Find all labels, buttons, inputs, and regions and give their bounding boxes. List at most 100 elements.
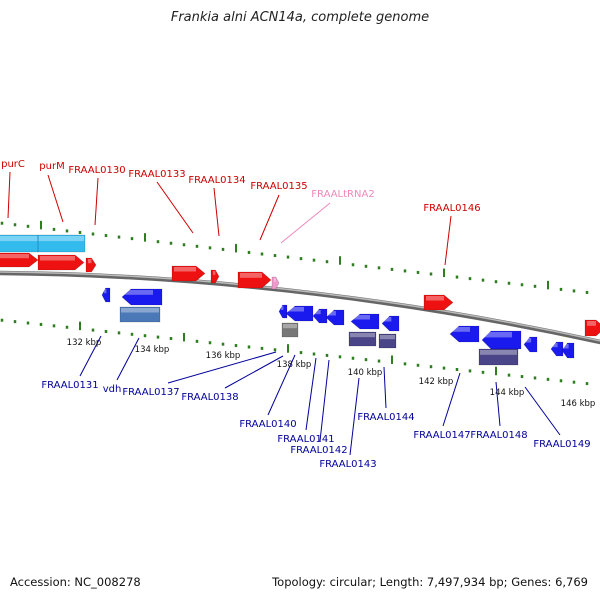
reverse-gene-label: FRAAL0148 xyxy=(470,430,527,441)
forward-gene-label: purC xyxy=(1,159,25,170)
forward-gene-label: FRAAL0130 xyxy=(68,165,125,176)
reverse-gene-label: FRAAL0141 xyxy=(277,434,334,445)
reverse-gene-highlight xyxy=(350,333,375,338)
reverse-gene-highlight xyxy=(526,338,532,343)
reverse-gene xyxy=(285,305,314,322)
reverse-gene-label: FRAAL0137 xyxy=(122,387,179,398)
reverse-gene xyxy=(523,336,538,353)
reverse-label-leader xyxy=(319,359,330,442)
gray-gene xyxy=(281,322,299,338)
trna-gene-highlight xyxy=(274,278,276,282)
forward-gene xyxy=(237,271,272,289)
forward-gene xyxy=(85,257,97,273)
genome-backbone-highlight xyxy=(0,271,600,342)
reverse-gene-label: vdh xyxy=(103,384,122,395)
trna-gene xyxy=(271,276,280,290)
reverse-gene xyxy=(325,309,345,326)
forward-gene-highlight xyxy=(174,267,196,272)
forward-label-leader xyxy=(213,187,220,237)
reverse-gene xyxy=(378,333,397,349)
reverse-gene xyxy=(119,306,161,323)
rrna-gene-highlight xyxy=(0,236,84,242)
rrna-gene xyxy=(0,234,86,253)
forward-gene-highlight xyxy=(587,321,596,326)
reverse-gene-highlight xyxy=(484,332,512,338)
reverse-gene xyxy=(278,304,288,319)
reverse-gene xyxy=(561,342,575,359)
reverse-gene-highlight xyxy=(452,327,470,332)
reverse-gene-label: FRAAL0142 xyxy=(290,445,347,456)
forward-gene xyxy=(423,294,454,311)
reverse-gene-highlight xyxy=(315,310,321,315)
reverse-gene-highlight xyxy=(288,307,304,312)
trna-label-leader xyxy=(280,202,331,244)
reverse-gene-highlight xyxy=(480,350,517,355)
gene-features xyxy=(0,234,600,366)
reverse-gene xyxy=(481,330,522,350)
forward-label-leader xyxy=(444,215,452,266)
reverse-gene xyxy=(121,288,163,306)
gray-gene-highlight xyxy=(283,324,297,329)
outer-tick-track xyxy=(0,220,589,294)
forward-gene xyxy=(0,252,39,268)
accession-text: Accession: NC_008278 xyxy=(10,575,141,589)
forward-gene-label: FRAAL0135 xyxy=(250,181,307,192)
reverse-label-leader xyxy=(267,354,296,416)
label-leader-lines xyxy=(7,171,561,456)
forward-gene-highlight xyxy=(0,254,29,259)
scale-label: 134 kbp xyxy=(135,345,170,355)
reverse-label-leader xyxy=(442,372,461,427)
genome-summary-text: Topology: circular; Length: 7,497,934 bp… xyxy=(272,575,588,589)
reverse-gene-highlight xyxy=(124,290,153,295)
reverse-gene xyxy=(478,348,519,366)
reverse-gene-label: FRAAL0149 xyxy=(533,439,590,450)
reverse-gene xyxy=(381,315,400,332)
forward-gene-highlight xyxy=(40,256,75,261)
scale-label: 132 kbp xyxy=(67,338,102,348)
reverse-label-leader xyxy=(305,357,317,431)
forward-label-leader xyxy=(47,174,64,223)
genome-backbone xyxy=(0,270,600,345)
reverse-label-leader xyxy=(349,377,360,456)
forward-gene-label: FRAAL0133 xyxy=(128,169,185,180)
reverse-gene xyxy=(348,331,377,347)
reverse-label-leader xyxy=(167,351,277,384)
forward-gene-label: purM xyxy=(39,161,64,172)
scale-label: 146 kbp xyxy=(561,399,596,409)
reverse-label-leader xyxy=(224,355,284,389)
trna-gene-label: FRAALtRNA2 xyxy=(311,189,374,200)
reverse-gene-highlight xyxy=(553,343,558,348)
forward-gene xyxy=(210,269,220,284)
reverse-gene xyxy=(350,313,380,330)
forward-gene-highlight xyxy=(213,271,216,275)
reverse-gene xyxy=(449,325,480,343)
scale-label: 136 kbp xyxy=(206,351,241,361)
reverse-label-leader xyxy=(116,337,140,381)
reverse-gene-label: FRAAL0147 xyxy=(413,430,470,441)
forward-gene-label: FRAAL0134 xyxy=(188,175,245,186)
reverse-gene-highlight xyxy=(121,308,159,313)
forward-label-leader xyxy=(156,181,194,234)
forward-gene-highlight xyxy=(426,296,444,301)
reverse-gene-highlight xyxy=(328,311,336,316)
scale-label: 140 kbp xyxy=(348,368,383,378)
forward-label-leader xyxy=(7,171,11,219)
reverse-label-leader xyxy=(383,366,387,409)
reverse-gene-highlight xyxy=(353,315,370,320)
scale-label: 144 kbp xyxy=(490,388,525,398)
forward-gene xyxy=(171,265,206,282)
reverse-gene-highlight xyxy=(564,344,569,349)
reverse-gene-highlight xyxy=(384,317,392,322)
scale-label: 142 kbp xyxy=(419,377,454,387)
map-title: Frankia alni ACN14a, complete genome xyxy=(170,10,430,25)
reverse-gene xyxy=(312,308,328,324)
forward-gene-highlight xyxy=(240,273,262,278)
reverse-gene xyxy=(550,341,564,357)
forward-gene-highlight xyxy=(88,259,92,264)
reverse-gene-highlight xyxy=(104,289,107,294)
reverse-label-leader xyxy=(79,335,102,377)
reverse-gene-label: FRAAL0143 xyxy=(319,459,376,470)
